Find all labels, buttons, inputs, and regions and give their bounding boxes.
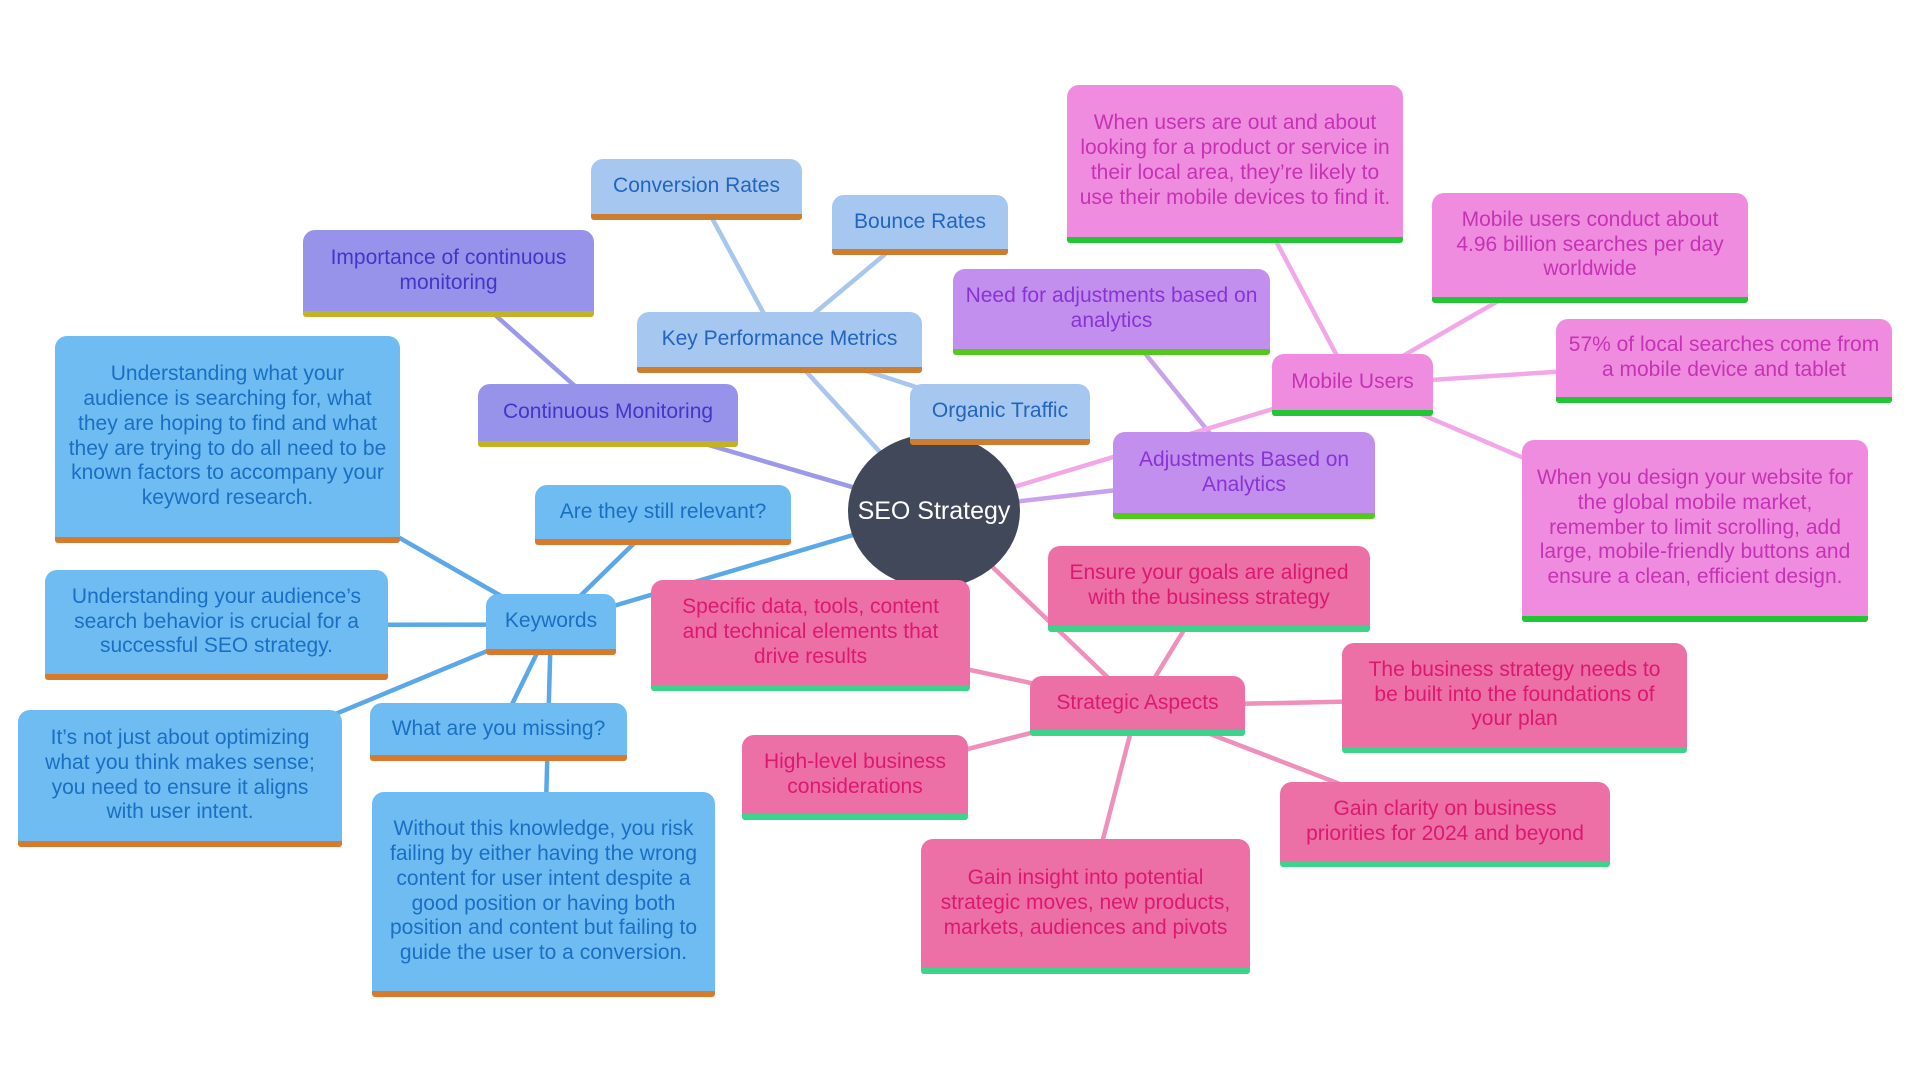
node-clarity-business-priorities[interactable]: Gain clarity on business priorities for … (1280, 782, 1610, 867)
node-specific-data-tools-content[interactable]: Specific data, tools, content and techni… (651, 580, 970, 691)
node-importance-of-continuous-monitoring[interactable]: Importance of continuous monitoring (303, 230, 594, 317)
node-bounce-rates[interactable]: Bounce Rates (832, 195, 1008, 255)
node-mobile-searches-per-day[interactable]: Mobile users conduct about 4.96 billion … (1432, 193, 1748, 303)
node-strategic-aspects[interactable]: Strategic Aspects (1030, 676, 1245, 736)
node-organic-traffic[interactable]: Organic Traffic (910, 384, 1090, 445)
node-local-search-mobile-devices[interactable]: When users are out and about looking for… (1067, 85, 1403, 243)
node-conversion-rates[interactable]: Conversion Rates (591, 159, 802, 220)
node-what-are-you-missing[interactable]: What are you missing? (370, 703, 627, 761)
node-seo-strategy[interactable]: SEO Strategy (848, 434, 1020, 588)
node-understanding-what-audience-searching[interactable]: Understanding what your audience is sear… (55, 336, 400, 543)
node-mobile-friendly-design[interactable]: When you design your website for the glo… (1522, 440, 1868, 622)
node-mobile-users[interactable]: Mobile Users (1272, 354, 1433, 416)
node-understanding-audience-search-behavior[interactable]: Understanding your audience’s search beh… (45, 570, 388, 680)
node-adjustments-based-on-analytics[interactable]: Adjustments Based on Analytics (1113, 432, 1375, 519)
node-goals-aligned-business-strategy[interactable]: Ensure your goals are aligned with the b… (1048, 546, 1370, 632)
node-are-they-still-relevant[interactable]: Are they still relevant? (535, 485, 791, 545)
node-need-for-adjustments[interactable]: Need for adjustments based on analytics (953, 269, 1270, 355)
node-high-level-business-considerations[interactable]: High-level business considerations (742, 735, 968, 820)
node-57-percent-local-searches[interactable]: 57% of local searches come from a mobile… (1556, 319, 1892, 403)
node-align-with-user-intent[interactable]: It’s not just about optimizing what you … (18, 710, 342, 847)
node-keywords[interactable]: Keywords (486, 594, 616, 655)
node-without-this-knowledge[interactable]: Without this knowledge, you risk failing… (372, 792, 715, 997)
node-key-performance-metrics[interactable]: Key Performance Metrics (637, 312, 922, 373)
node-business-strategy-foundations[interactable]: The business strategy needs to be built … (1342, 643, 1687, 753)
node-continuous-monitoring[interactable]: Continuous Monitoring (478, 384, 738, 447)
node-insight-strategic-moves[interactable]: Gain insight into potential strategic mo… (921, 839, 1250, 974)
